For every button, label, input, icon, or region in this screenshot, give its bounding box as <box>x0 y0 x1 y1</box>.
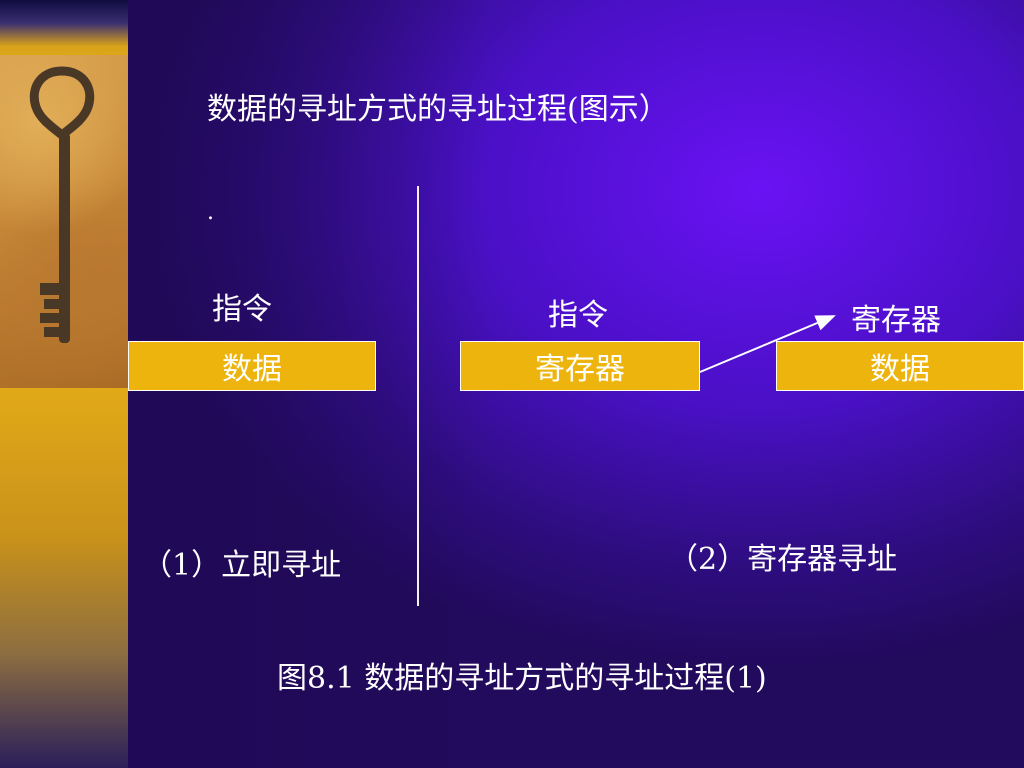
bullet-dot: . <box>207 200 214 225</box>
register-instruction-label: 指令 <box>548 298 608 333</box>
vertical-divider <box>417 186 419 606</box>
immediate-data-box: 数据 <box>128 341 376 391</box>
register-data-box: 数据 <box>776 341 1024 391</box>
immediate-instruction-label: 指令 <box>212 292 272 327</box>
key-icon <box>29 66 95 343</box>
register-box: 寄存器 <box>460 341 700 391</box>
register-caption: （2）寄存器寻址 <box>668 542 898 577</box>
register-label: 寄存器 <box>851 303 941 338</box>
immediate-caption: （1）立即寻址 <box>142 548 342 583</box>
slide-title: 数据的寻址方式的寻址过程(图示） <box>207 92 669 127</box>
key-image <box>0 55 128 388</box>
figure-caption: 图8.1 数据的寻址方式的寻址过程(1) <box>277 661 767 696</box>
